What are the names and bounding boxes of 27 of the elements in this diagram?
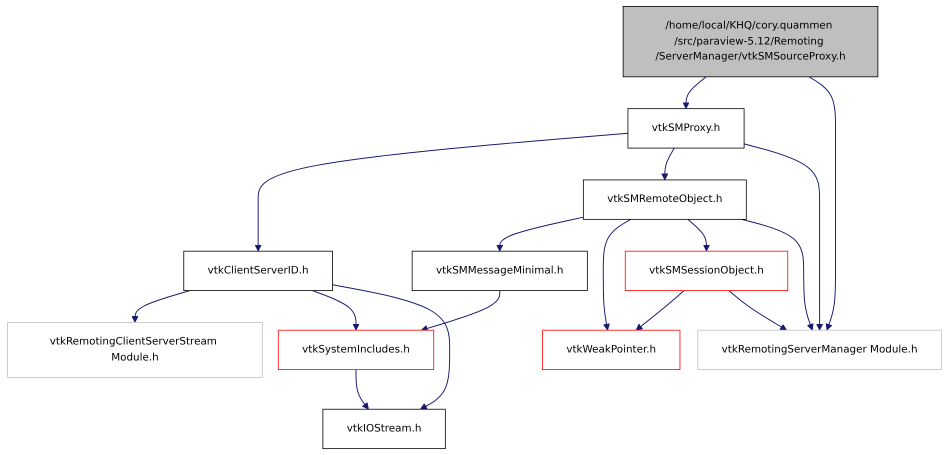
arrow: [636, 290, 685, 331]
arrow: [728, 290, 787, 331]
arrow: [254, 132, 628, 252]
arrow: [741, 218, 814, 331]
node-box: vtkSystemIncludes.h: [278, 330, 434, 370]
arrow: [808, 76, 836, 331]
arrow: [602, 218, 632, 331]
arrow: [496, 216, 584, 252]
arrow: [661, 148, 675, 180]
node-box: vtkRemotingServerManager Module.h: [697, 330, 942, 370]
arrow: [687, 218, 710, 252]
node-box: /home/local/KHQ/cory.quammen /src/paraview-5.12/Remoting /ServerManager/vtkSMSourceProxy.h: [622, 6, 878, 78]
node-box: vtkSMRemoteObject.h: [582, 180, 747, 220]
node-box: vtkIOStream.h: [322, 408, 446, 450]
node-box: vtkSMMessageMinimal.h: [412, 250, 588, 291]
arrow: [332, 284, 450, 410]
node-box: vtkSMSessionObject.h: [624, 250, 788, 291]
arrow: [744, 143, 824, 331]
arrow: [356, 369, 369, 410]
arrow: [682, 76, 707, 109]
node-box: vtkSMProxy.h: [628, 108, 744, 148]
node-box: vtkRemotingClientServerStream Module.h: [7, 322, 263, 378]
node-box: vtkClientServerID.h: [183, 250, 333, 291]
node-box: vtkWeakPointer.h: [542, 330, 680, 370]
arrow: [312, 290, 360, 331]
arrow: [131, 290, 190, 323]
arrow: [420, 290, 500, 332]
